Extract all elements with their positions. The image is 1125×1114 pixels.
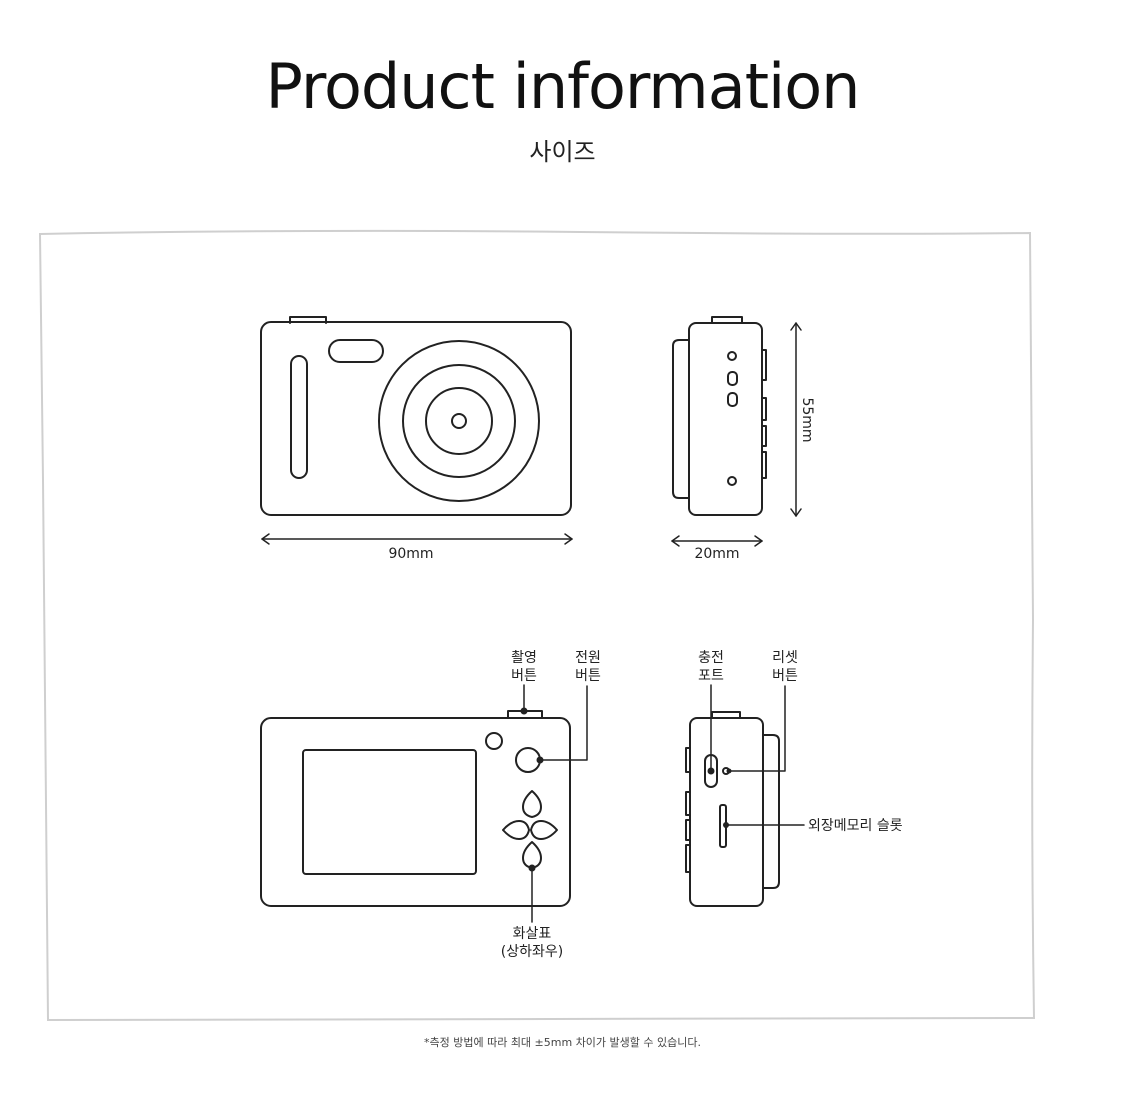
label-memory: 외장메모리 슬롯 bbox=[808, 818, 903, 834]
side-button-3 bbox=[761, 425, 767, 447]
side2-button-3 bbox=[685, 819, 691, 841]
arrow-right-button bbox=[530, 820, 558, 840]
back-screen bbox=[302, 749, 477, 875]
camera-front-view bbox=[260, 316, 572, 516]
dimension-depth-arrow bbox=[671, 535, 763, 547]
dimension-height-arrow bbox=[790, 322, 802, 517]
page-subtitle: 사이즈 bbox=[529, 138, 596, 166]
arrow-up-button bbox=[522, 790, 542, 818]
label-power-2: 버튼 bbox=[575, 668, 601, 684]
side-port-1 bbox=[727, 371, 738, 386]
dim-height-label: 55mm bbox=[799, 397, 815, 442]
label-reset-2: 버튼 bbox=[772, 668, 798, 684]
dimension-width-arrow bbox=[261, 533, 573, 545]
arrow-left-button bbox=[502, 820, 530, 840]
front-lens-inner bbox=[425, 387, 493, 455]
front-body bbox=[260, 321, 572, 516]
label-arrows-1: 화살표 bbox=[513, 926, 552, 942]
label-shutter-1: 촬영 bbox=[511, 650, 537, 666]
label-power-1: 전원 bbox=[575, 650, 601, 666]
arrow-down-button bbox=[522, 841, 542, 869]
front-grip bbox=[290, 355, 308, 479]
front-lens-center bbox=[451, 413, 467, 429]
label-shutter-2: 버튼 bbox=[511, 668, 537, 684]
label-reset-1: 리셋 bbox=[772, 650, 798, 666]
camera-back-view bbox=[260, 710, 571, 907]
label-charge-1: 충전 bbox=[698, 650, 724, 666]
front-shutter-top bbox=[289, 316, 327, 324]
side2-top-button bbox=[711, 711, 741, 719]
front-flash bbox=[328, 339, 384, 363]
back-small-button bbox=[485, 732, 503, 750]
leader-reset bbox=[728, 685, 786, 772]
side2-button-2 bbox=[685, 791, 691, 816]
leader-dots bbox=[520, 707, 732, 872]
side2-lens-bump bbox=[762, 734, 780, 889]
side-top-button bbox=[711, 316, 743, 324]
side2-button-1 bbox=[685, 747, 691, 773]
side-body bbox=[688, 322, 763, 516]
dim-depth-label: 20mm bbox=[694, 546, 739, 562]
front-lens-ring bbox=[402, 364, 516, 478]
dim-width-label: 90mm bbox=[388, 546, 433, 562]
front-lens-outer bbox=[378, 340, 540, 502]
leader-lines bbox=[523, 684, 805, 923]
page-title: Product information bbox=[265, 50, 861, 123]
side2-button-4 bbox=[685, 844, 691, 873]
side-port-dot-1 bbox=[727, 351, 737, 361]
side-port-2 bbox=[727, 392, 738, 407]
diagram-frame bbox=[38, 229, 1036, 1022]
camera-side-view-ports bbox=[685, 711, 780, 907]
back-body bbox=[260, 717, 571, 907]
label-arrows-2: (상하좌우) bbox=[501, 944, 563, 960]
footnote: *측정 방법에 따라 최대 ±5mm 차이가 발생할 수 있습니다. bbox=[423, 1036, 701, 1049]
side-lens-bump bbox=[672, 339, 690, 499]
side-button-2 bbox=[761, 397, 767, 421]
side2-body bbox=[689, 717, 764, 907]
camera-side-view bbox=[672, 316, 767, 516]
side-button-1 bbox=[761, 349, 767, 381]
side-port-dot-2 bbox=[727, 476, 737, 486]
side-button-4 bbox=[761, 451, 767, 479]
leader-power bbox=[539, 685, 588, 761]
label-charge-2: 포트 bbox=[698, 668, 724, 684]
back-power-button bbox=[515, 747, 541, 773]
